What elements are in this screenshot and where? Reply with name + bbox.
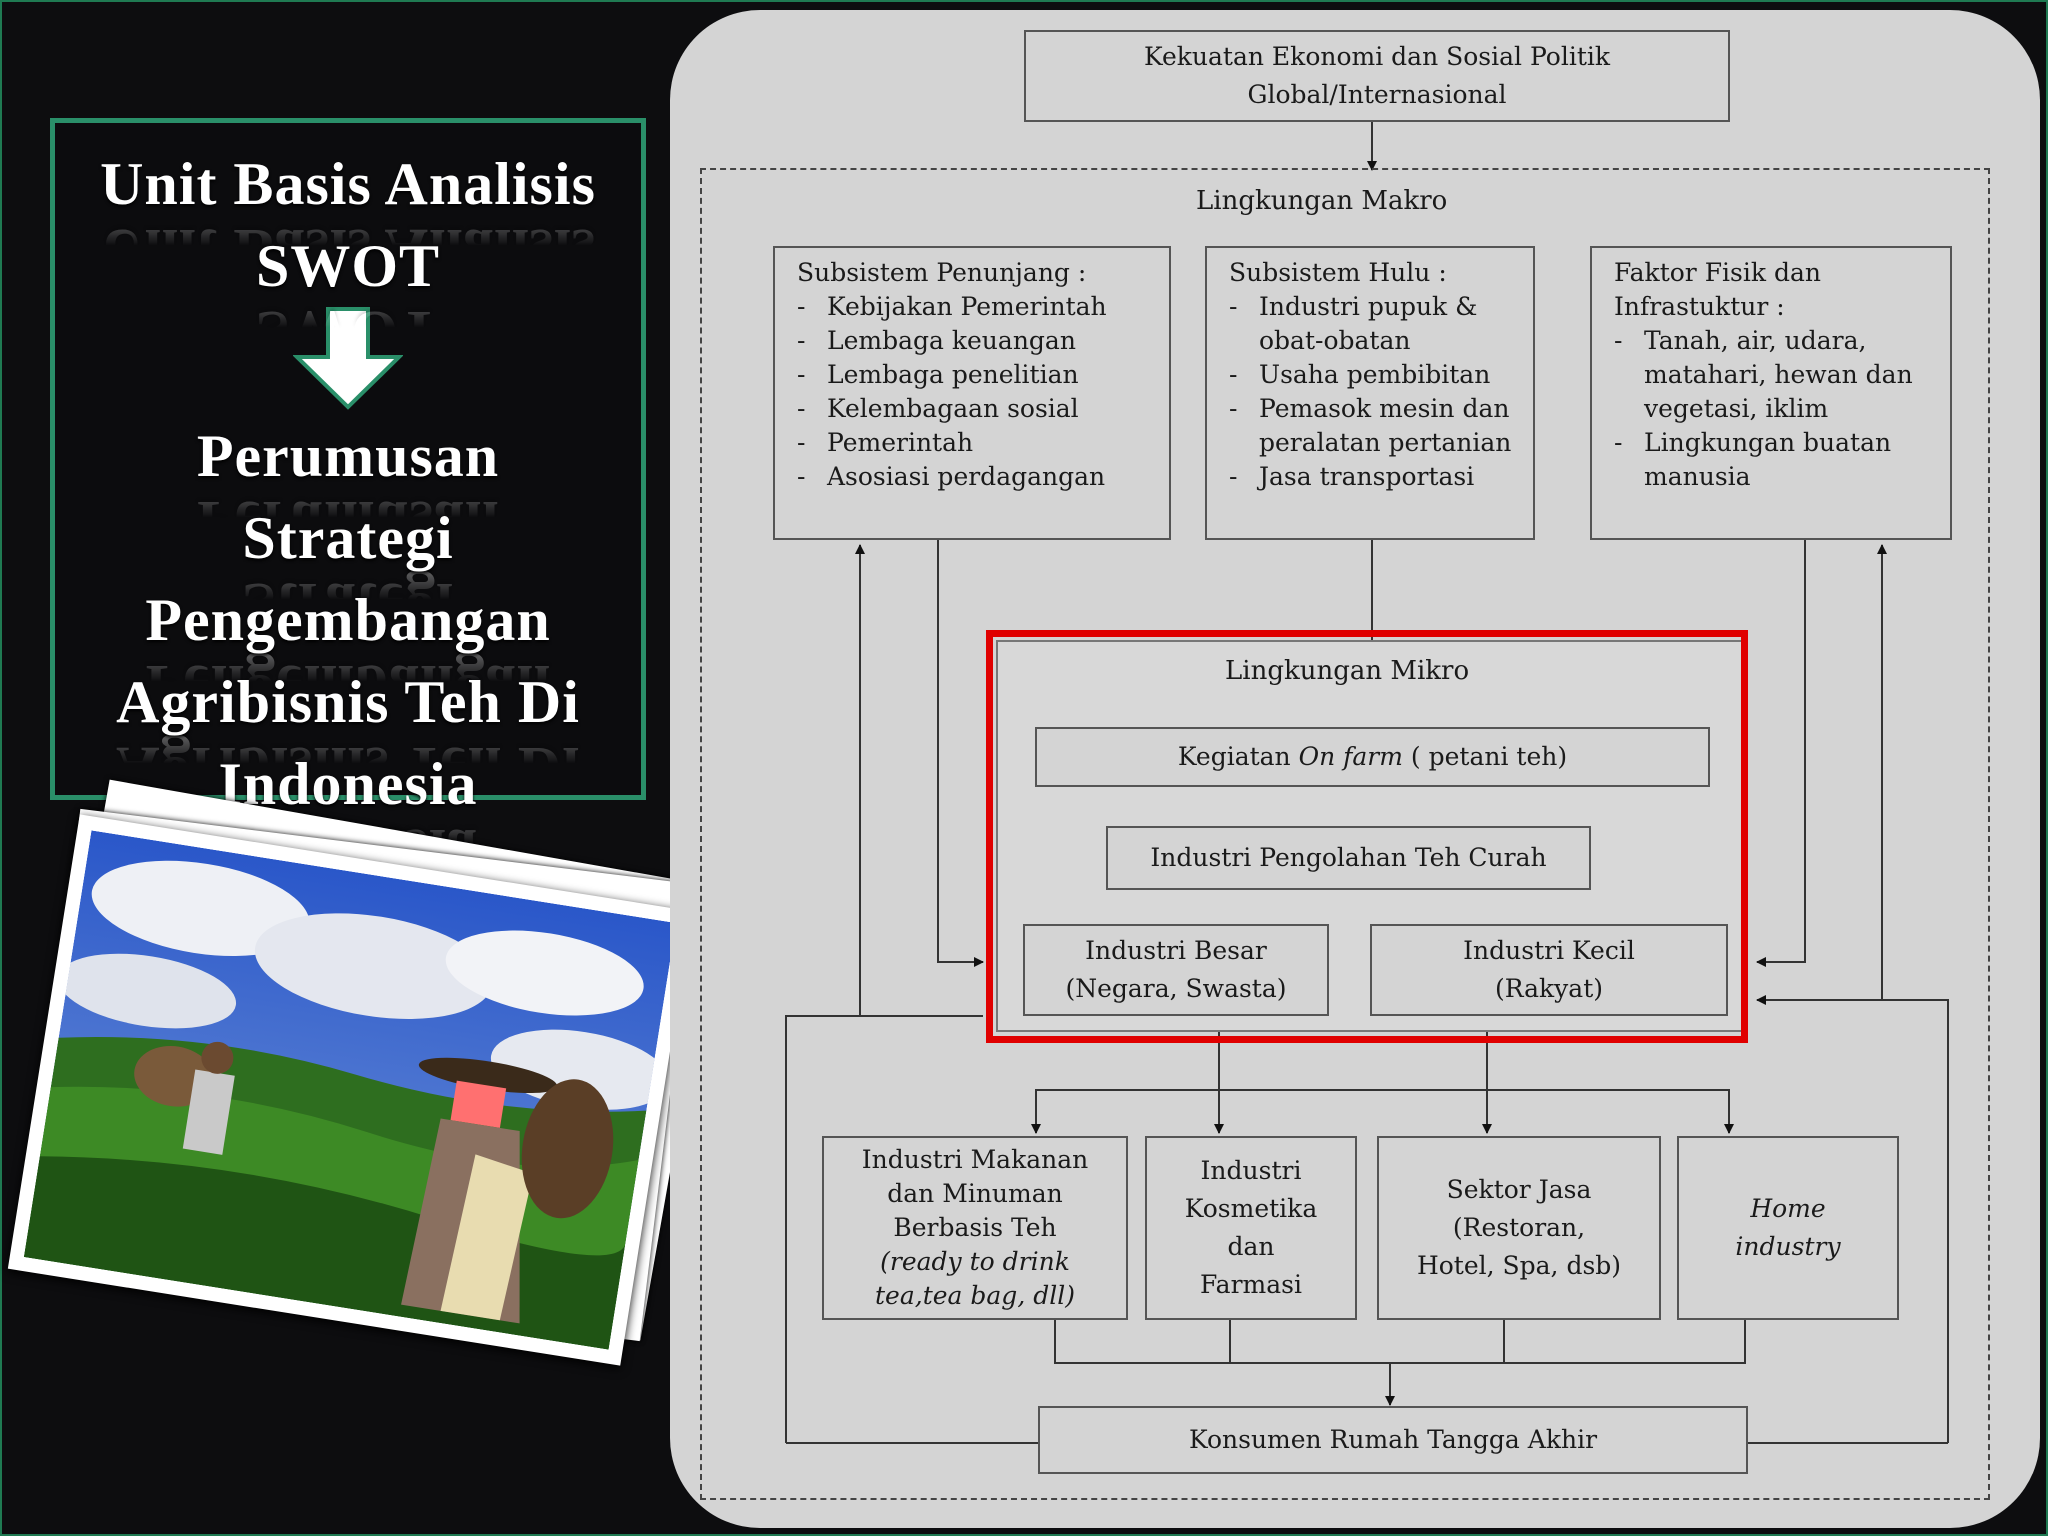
penunjang-item: Lembaga keuangan (797, 324, 1155, 358)
home-line-2: industry (1735, 1232, 1841, 1261)
food-line-5: tea,tea bag, dll) (875, 1281, 1075, 1310)
processing-industry-box: Industri Pengolahan Teh Curah (1106, 826, 1591, 890)
hulu-subsystem-box: Subsistem Hulu : Industri pupuk & obat-o… (1205, 246, 1535, 540)
physical-factors-box: Faktor Fisik dan Infrastuktur : Tanah, a… (1590, 246, 1952, 540)
small-industry-line-2: (Rakyat) (1494, 974, 1604, 1003)
hulu-title: Subsistem Hulu : (1229, 258, 1447, 287)
penunjang-item: Kebijakan Pemerintah (797, 290, 1155, 324)
large-industry-line-1: Industri Besar (1085, 936, 1267, 965)
down-arrow-icon (55, 307, 641, 415)
title-line-2: SWOT (255, 233, 441, 299)
penunjang-item: Kelembagaan sosial (797, 392, 1155, 426)
penunjang-subsystem-box: Subsistem Penunjang : Kebijakan Pemerint… (773, 246, 1171, 540)
large-industry-line-2: (Negara, Swasta) (1065, 974, 1287, 1003)
hulu-item: Jasa transportasi (1229, 460, 1519, 494)
home-industry-box: Home industry (1677, 1136, 1899, 1320)
hulu-item: Usaha pembibitan (1229, 358, 1519, 392)
title-line-1: Unit Basis Analisis (100, 151, 596, 217)
photo-stack (7, 779, 770, 1390)
food-line-2: dan Minuman (887, 1179, 1063, 1208)
global-line-2: Global/Internasional (1247, 80, 1507, 109)
title-box: Unit Basis Analisis SWOT Perumusan Strat… (50, 118, 646, 817)
fisik-item: Lingkungan buatan manusia (1614, 426, 1936, 494)
home-line-1: Home (1750, 1194, 1826, 1223)
fisik-item: Tanah, air, udara, matahari, hewan dan v… (1614, 324, 1936, 426)
penunjang-item: Pemerintah (797, 426, 1155, 460)
food-line-1: Industri Makanan (861, 1145, 1089, 1174)
penunjang-item: Lembaga penelitian (797, 358, 1155, 392)
makro-label: Lingkungan Makro (1196, 186, 1448, 216)
red-highlight-frame (986, 630, 1748, 1043)
cosmetics-line-2: Kosmetika (1184, 1194, 1318, 1223)
large-industry-box: Industri Besar (Negara, Swasta) (1023, 924, 1329, 1016)
global-forces-box: Kekuatan Ekonomi dan Sosial Politik Glob… (1024, 30, 1730, 122)
end-consumer-label: Konsumen Rumah Tangga Akhir (1188, 1425, 1598, 1454)
food-line-4: (ready to drink (880, 1247, 1070, 1276)
food-line-3: Berbasis Teh (893, 1213, 1057, 1242)
hulu-item: Pemasok mesin dan peralatan pertanian (1229, 392, 1519, 460)
tea-plantation-photo (7, 814, 693, 1366)
title-line-3: Perumusan (196, 423, 500, 489)
food-beverage-industry-box: Industri Makanan dan Minuman Berbasis Te… (822, 1136, 1128, 1320)
title-line-5: Pengembangan (145, 587, 551, 653)
processing-industry-label: Industri Pengolahan Teh Curah (1150, 843, 1547, 872)
on-farm-label: Kegiatan On farm ( petani teh) (1177, 742, 1568, 771)
mikro-label: Lingkungan Mikro (1225, 656, 1470, 686)
hulu-item: Industri pupuk & obat-obatan (1229, 290, 1519, 358)
service-line-2: (Restoran, (1452, 1213, 1586, 1242)
small-industry-line-1: Industri Kecil (1463, 936, 1635, 965)
service-line-3: Hotel, Spa, dsb) (1416, 1251, 1622, 1280)
cosmetics-line-4: Farmasi (1200, 1270, 1302, 1299)
cosmetics-pharma-box: Industri Kosmetika dan Farmasi (1145, 1136, 1357, 1320)
end-consumer-box: Konsumen Rumah Tangga Akhir (1038, 1406, 1748, 1474)
on-farm-box: Kegiatan On farm ( petani teh) (1035, 727, 1710, 787)
title-line-4: Strategi (242, 505, 454, 571)
makro-environment-region (700, 168, 1990, 1500)
penunjang-title: Subsistem Penunjang : (797, 258, 1087, 287)
global-line-1: Kekuatan Ekonomi dan Sosial Politik (1143, 42, 1611, 71)
service-sector-box: Sektor Jasa (Restoran, Hotel, Spa, dsb) (1377, 1136, 1661, 1320)
small-industry-box: Industri Kecil (Rakyat) (1370, 924, 1728, 1016)
service-line-1: Sektor Jasa (1446, 1175, 1592, 1204)
penunjang-item: Asosiasi perdagangan (797, 460, 1155, 494)
cosmetics-line-1: Industri (1200, 1156, 1302, 1185)
title-line-6: Agribisnis Teh Di (116, 669, 580, 735)
fisik-title: Faktor Fisik dan Infrastuktur : (1614, 258, 1821, 321)
cosmetics-line-3: dan (1227, 1232, 1275, 1261)
